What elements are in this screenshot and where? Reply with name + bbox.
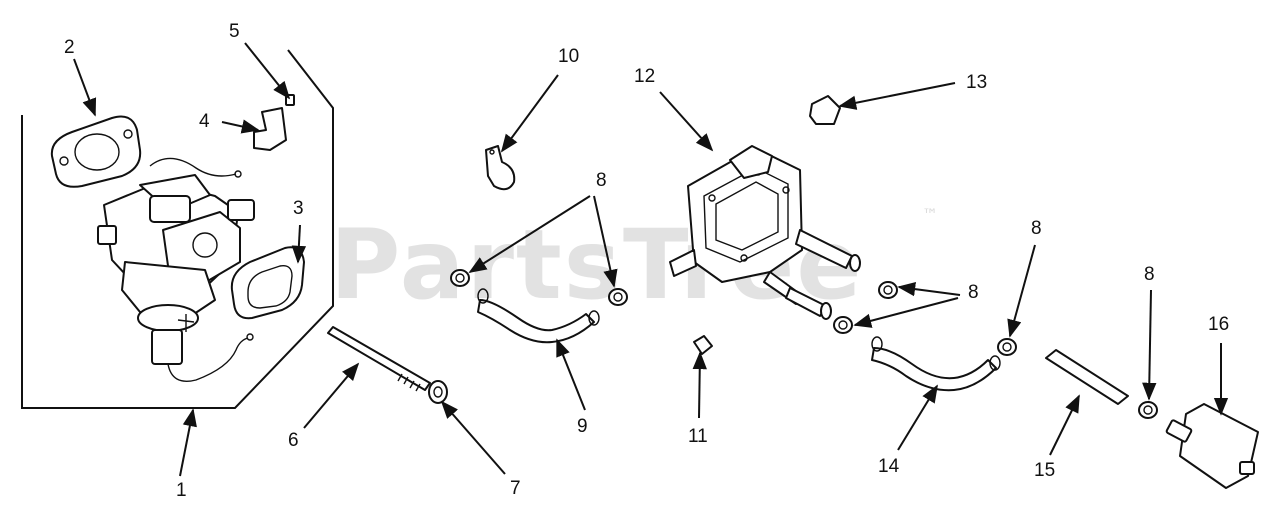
part-15-hose [1045, 349, 1129, 405]
leader-5 [244, 42, 291, 100]
leader-8b-lower [853, 297, 959, 328]
leader-13 [838, 82, 956, 110]
part-11-fitting [693, 335, 713, 355]
leader-10 [500, 74, 559, 153]
leader-8c [1007, 244, 1036, 338]
leader-11 [692, 351, 707, 419]
part-16-fuel-filter [1165, 403, 1259, 489]
leader-8b-upper [897, 281, 961, 297]
leader-9 [556, 338, 586, 411]
part-10-clip [485, 145, 516, 191]
part-13-connector [809, 95, 841, 125]
part-12-fuel-pump [669, 145, 861, 320]
part-4-bracket [253, 107, 287, 151]
leader-3 [291, 224, 307, 264]
leader-2 [73, 58, 97, 117]
part-14-hose [871, 336, 1001, 392]
callout-13: 13 [966, 72, 987, 93]
leader-7 [440, 400, 506, 475]
part-3-gasket [230, 246, 305, 320]
part-1-carburetor [97, 157, 255, 382]
callout-2: 2 [64, 37, 75, 58]
part-8-clamp [878, 281, 898, 299]
callout-11: 11 [688, 426, 708, 447]
callout-15: 15 [1034, 460, 1055, 481]
leader-14 [897, 384, 938, 451]
part-7-nut [428, 380, 448, 404]
leader-8a-left [468, 195, 591, 273]
watermark-trademark: ™ [922, 205, 938, 224]
part-8-clamp [1138, 401, 1158, 419]
callout-8-filter: 8 [1144, 264, 1155, 285]
callout-8-hose-14: 8 [1031, 218, 1042, 239]
leader-12 [659, 91, 714, 152]
callout-10: 10 [558, 46, 579, 67]
callout-5: 5 [229, 21, 240, 42]
carburetor-kit-bracket [21, 49, 334, 409]
part-2-gasket [50, 115, 142, 188]
leader-6 [303, 362, 360, 429]
callout-8-pump: 8 [968, 282, 979, 303]
leader-8d [1142, 289, 1157, 401]
part-8-clamp [608, 288, 628, 306]
callout-7: 7 [510, 478, 521, 499]
callout-12: 12 [634, 66, 655, 87]
part-8-clamp [997, 338, 1017, 356]
part-6-stud [327, 326, 431, 392]
leader-1 [179, 408, 197, 477]
callout-8-hose-9: 8 [596, 170, 607, 191]
leader-8a-right [593, 195, 618, 288]
part-8-clamp [833, 316, 853, 334]
callout-4: 4 [199, 111, 210, 132]
callout-14: 14 [878, 456, 900, 477]
callout-6: 6 [288, 430, 299, 451]
callout-1: 1 [176, 480, 187, 501]
leader-15 [1049, 394, 1080, 456]
leader-4 [221, 119, 260, 134]
callout-16: 16 [1208, 314, 1229, 335]
callout-9: 9 [577, 416, 588, 437]
part-9-hose [477, 288, 600, 344]
callout-3: 3 [293, 198, 304, 219]
part-8-clamp [450, 269, 470, 287]
